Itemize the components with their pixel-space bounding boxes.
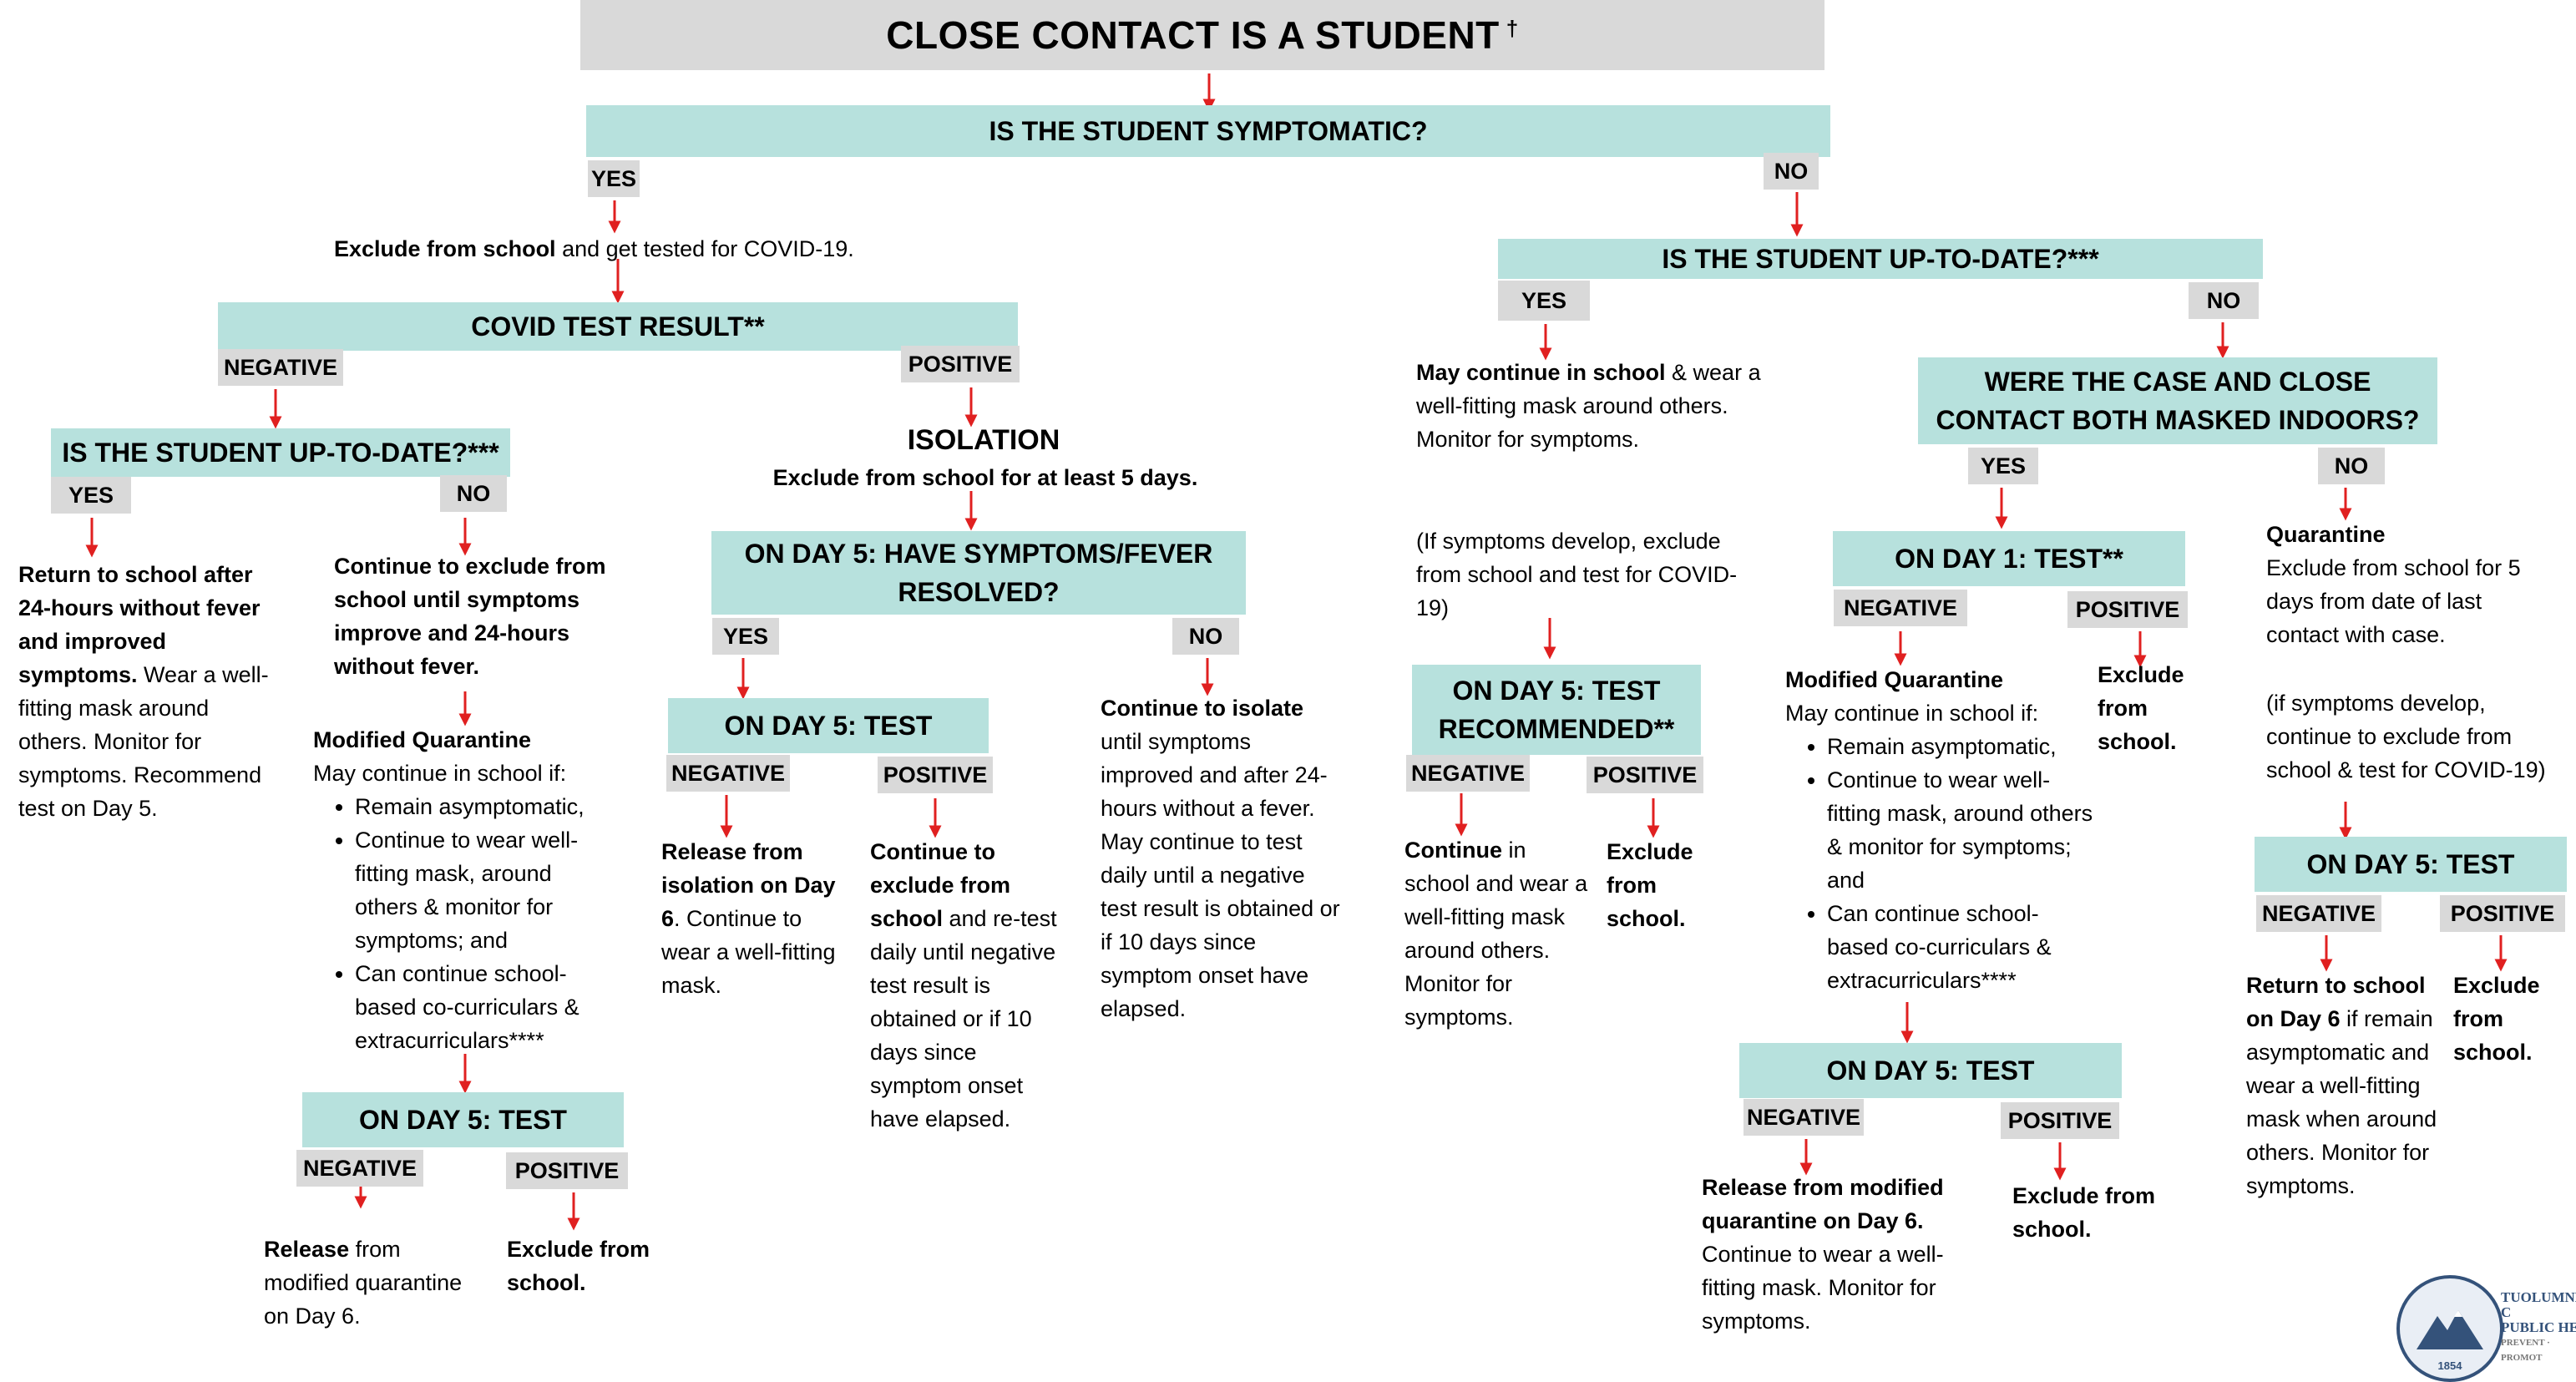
return-to-school-text: Return to school after 24-hours without … bbox=[18, 562, 269, 821]
masked-no-label: NO bbox=[2318, 448, 2385, 484]
middle-day5-positive-label: POSITIVE bbox=[878, 757, 993, 793]
continue-exclude-text: Continue to exclude from school until sy… bbox=[334, 554, 606, 679]
mountain-icon bbox=[2417, 1310, 2483, 1349]
title-text: CLOSE CONTACT IS A STUDENT bbox=[886, 13, 1500, 57]
seal-year: 1854 bbox=[2437, 1359, 2462, 1372]
right-day5-negative-label: NEGATIVE bbox=[1743, 1099, 1864, 1136]
recommended-negative-label: NEGATIVE bbox=[1406, 755, 1530, 792]
right-uptodate-yes-label: YES bbox=[1498, 281, 1590, 321]
exclude-and-test-text: Exclude from school and get tested for C… bbox=[334, 236, 854, 261]
left-day5-negative-label: NEGATIVE bbox=[296, 1150, 423, 1187]
covid-positive-label: POSITIVE bbox=[901, 346, 1020, 382]
right-modq-item: Remain asymptomatic, bbox=[1827, 730, 2094, 763]
continue-isolate-text: Continue to isolate until symptoms impro… bbox=[1101, 696, 1340, 1021]
right-day5-exclude-text: Exclude from school. bbox=[2012, 1183, 2156, 1242]
far-right-exclude-text: Exclude from school. bbox=[2453, 973, 2540, 1065]
left-modq-item: Remain asymptomatic, bbox=[355, 790, 614, 823]
symptomatic-yes-label: YES bbox=[588, 160, 640, 197]
county-seal-logo: 1854 bbox=[2396, 1275, 2503, 1382]
page-title: CLOSE CONTACT IS A STUDENT† bbox=[580, 0, 1824, 70]
masked-yes-label: YES bbox=[1968, 448, 2038, 484]
left-modified-quarantine: Modified Quarantine May continue in scho… bbox=[313, 723, 614, 1057]
if-symptoms-text: (If symptoms develop, exclude from schoo… bbox=[1416, 529, 1738, 620]
agency-name-1: TUOLUMNE C bbox=[2501, 1289, 2576, 1320]
left-day5-positive-label: POSITIVE bbox=[506, 1152, 628, 1189]
release-modq-text: Release from modified quarantine on Day … bbox=[1702, 1175, 1944, 1334]
covid-negative-label: NEGATIVE bbox=[218, 349, 343, 386]
recommended-exclude-text: Exclude from school. bbox=[1607, 839, 1693, 931]
day1-positive-label: POSITIVE bbox=[2067, 591, 2188, 628]
left-exclude-from-school: Exclude from school. bbox=[507, 1237, 650, 1295]
middle-day5-test-header: ON DAY 5: TEST bbox=[668, 698, 989, 753]
agency-tagline: PREVENT · PROMOT bbox=[2501, 1338, 2550, 1363]
left-modq-item: Can continue school-based co-curriculars… bbox=[355, 957, 614, 1057]
left-uptodate-no-label: NO bbox=[440, 475, 507, 512]
quarantine-if-text: (if symptoms develop, continue to exclud… bbox=[2266, 691, 2546, 782]
far-right-day5-test-header: ON DAY 5: TEST bbox=[2255, 837, 2567, 892]
may-continue-text: May continue in school & wear a well-fit… bbox=[1416, 360, 1761, 452]
agency-name-2: PUBLIC HE bbox=[2501, 1319, 2576, 1335]
far-right-positive-label: POSITIVE bbox=[2440, 895, 2565, 932]
release-isolation-text: Release from isolation on Day 6. Continu… bbox=[661, 839, 836, 998]
covid-test-result-header: COVID TEST RESULT** bbox=[218, 302, 1018, 351]
middle-day5-negative-label: NEGATIVE bbox=[666, 755, 790, 792]
right-uptodate-question: IS THE STUDENT UP-TO-DATE?*** bbox=[1498, 239, 2263, 279]
isolation-heading: ISOLATION bbox=[907, 424, 1060, 456]
isolation-subtext: Exclude from school for at least 5 days. bbox=[772, 465, 1198, 490]
left-uptodate-question: IS THE STUDENT UP-TO-DATE?*** bbox=[51, 428, 510, 477]
day5-recommended-header: ON DAY 5: TEST RECOMMENDED** bbox=[1412, 665, 1701, 755]
right-modified-quarantine: Modified Quarantine May continue in scho… bbox=[1785, 663, 2094, 997]
day5-resolved-question: ON DAY 5: HAVE SYMPTOMS/FEVER RESOLVED? bbox=[711, 531, 1246, 615]
resolved-yes-label: YES bbox=[712, 618, 779, 655]
day1-negative-label: NEGATIVE bbox=[1834, 590, 1967, 626]
release-modified-text: Release from modified quarantine on Day … bbox=[264, 1237, 463, 1329]
far-right-negative-label: NEGATIVE bbox=[2256, 895, 2381, 932]
left-modq-item: Continue to wear well-fitting mask, arou… bbox=[355, 823, 614, 957]
continue-exclude-retest-text: Continue to exclude from school and re-t… bbox=[870, 839, 1057, 1131]
right-modq-item: Can continue school-based co-curriculars… bbox=[1827, 897, 2094, 997]
title-dagger: † bbox=[1506, 15, 1519, 41]
left-uptodate-yes-label: YES bbox=[51, 477, 131, 514]
left-day5-test-header: ON DAY 5: TEST bbox=[302, 1092, 624, 1147]
day1-exclude-text: Exclude from school. bbox=[2098, 662, 2184, 754]
symptomatic-no-label: NO bbox=[1764, 153, 1819, 190]
return-day6-text: Return to school on Day 6 if remain asym… bbox=[2246, 973, 2437, 1198]
day1-test-header: ON DAY 1: TEST** bbox=[1833, 531, 2185, 586]
continue-in-school-text: Continue in school and wear a well-fitti… bbox=[1404, 838, 1588, 1030]
recommended-positive-label: POSITIVE bbox=[1587, 757, 1703, 793]
right-modq-item: Continue to wear well-fitting mask, arou… bbox=[1827, 763, 2094, 897]
masked-question: WERE THE CASE AND CLOSE CONTACT BOTH MAS… bbox=[1918, 357, 2437, 444]
right-day5-positive-label: POSITIVE bbox=[2001, 1102, 2119, 1139]
resolved-no-label: NO bbox=[1172, 618, 1239, 655]
right-day5-test-header: ON DAY 5: TEST bbox=[1739, 1043, 2122, 1098]
symptomatic-question: IS THE STUDENT SYMPTOMATIC? bbox=[586, 105, 1830, 157]
right-uptodate-no-label: NO bbox=[2189, 282, 2259, 319]
public-health-logo: TUOLUMNE C PUBLIC HE PREVENT · PROMOT bbox=[2501, 1290, 2576, 1365]
